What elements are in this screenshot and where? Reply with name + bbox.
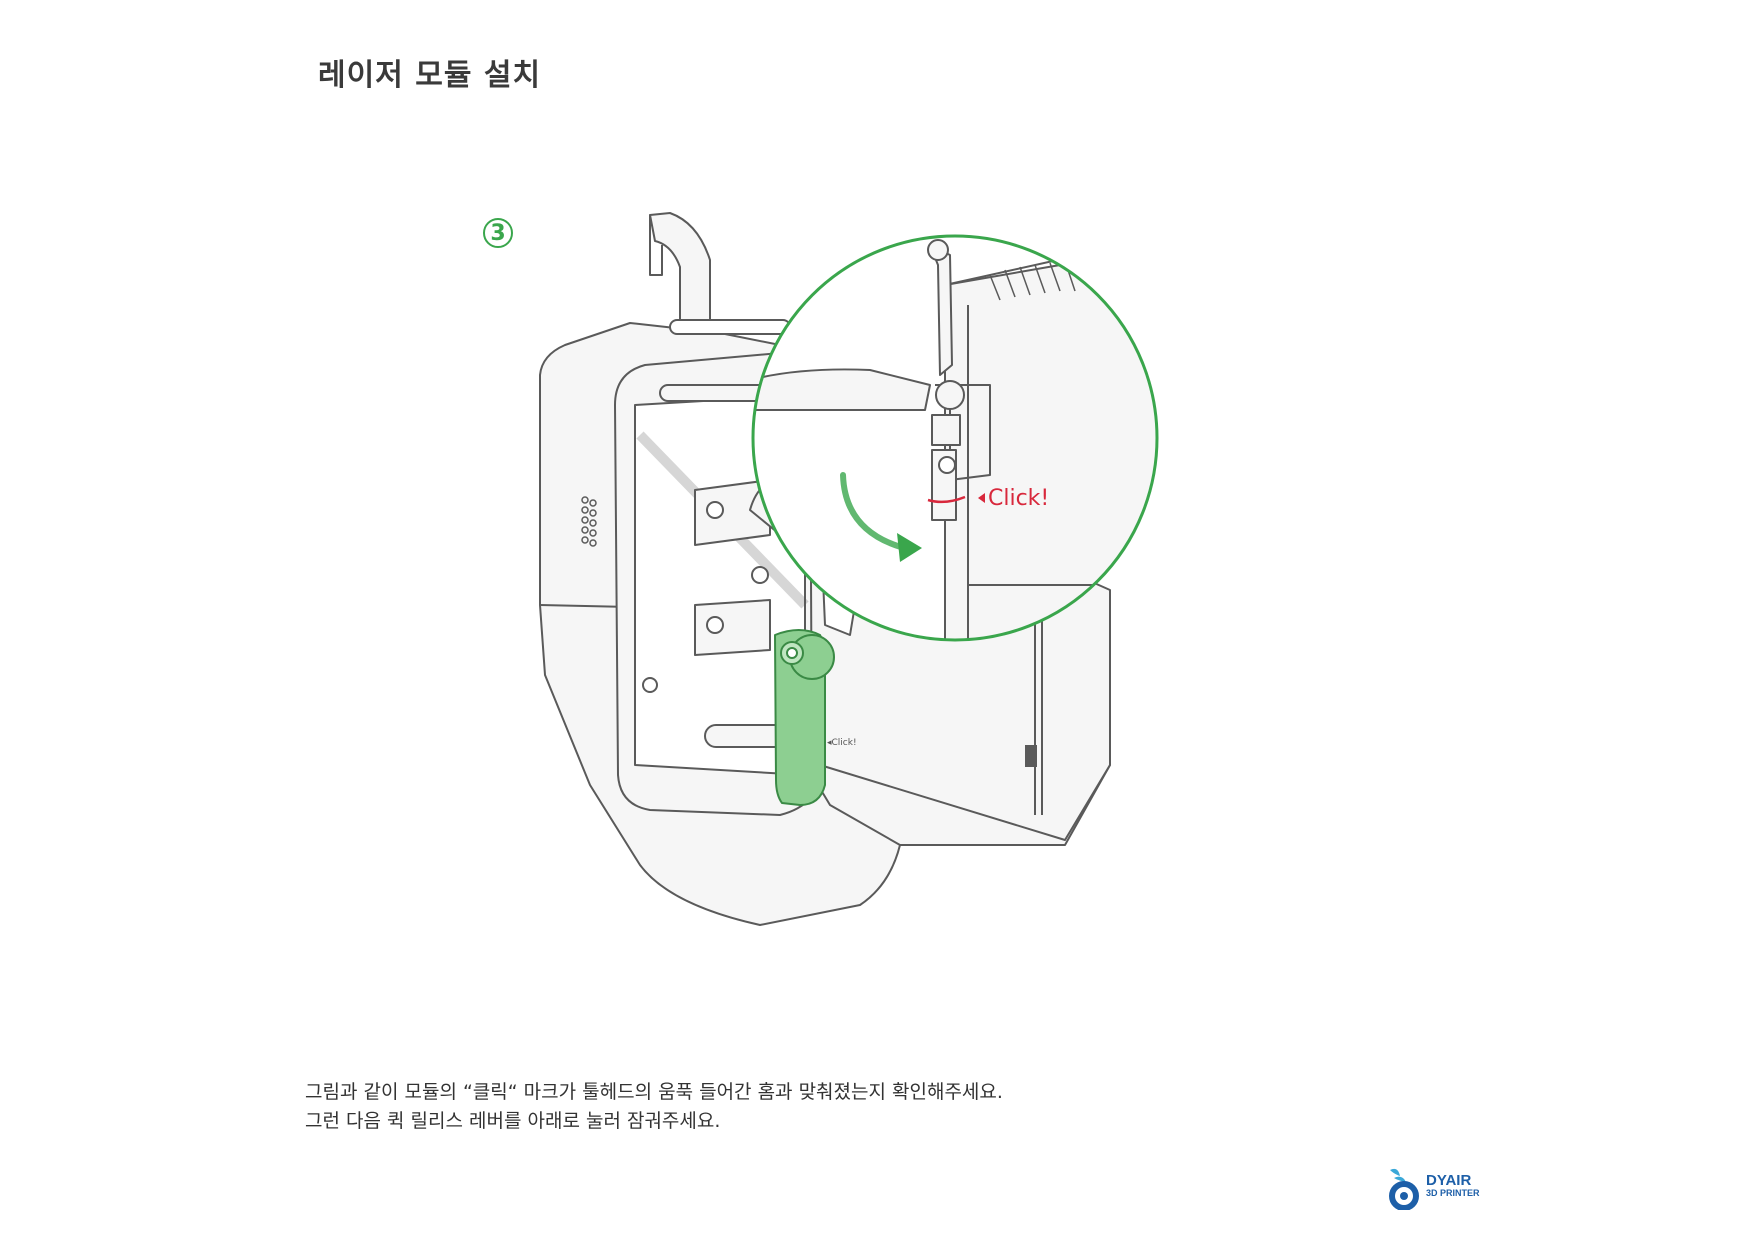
logo-brand: DYAIR (1426, 1172, 1472, 1189)
instruction-line-2: 그런 다음 퀵 릴리스 레버를 아래로 눌러 잠궈주세요. (305, 1110, 721, 1132)
dyair-logo: DYAIR 3D PRINTER (1384, 1162, 1484, 1212)
instructions: 그림과 같이 모듈의 “클릭“ 마크가 툴헤드의 움푹 들어간 홈과 맞춰졌는지… (305, 1078, 1003, 1136)
step-number-badge: 3 (483, 218, 513, 248)
instruction-line-1: 그림과 같이 모듈의 “클릭“ 마크가 툴헤드의 움푹 들어간 홈과 맞춰졌는지… (305, 1081, 1003, 1103)
laser-module-illustration: ◂Click! Click! (539, 212, 1159, 926)
page-title: 레이저 모듈 설치 (318, 58, 542, 93)
small-click-label: ◂Click! (827, 738, 857, 748)
click-callout-label: Click! (988, 486, 1049, 511)
zoom-callout (753, 236, 1157, 640)
dyair-emblem-icon (1389, 1168, 1419, 1210)
logo-sub: 3D PRINTER (1426, 1188, 1480, 1198)
spout-pipe (649, 212, 711, 331)
